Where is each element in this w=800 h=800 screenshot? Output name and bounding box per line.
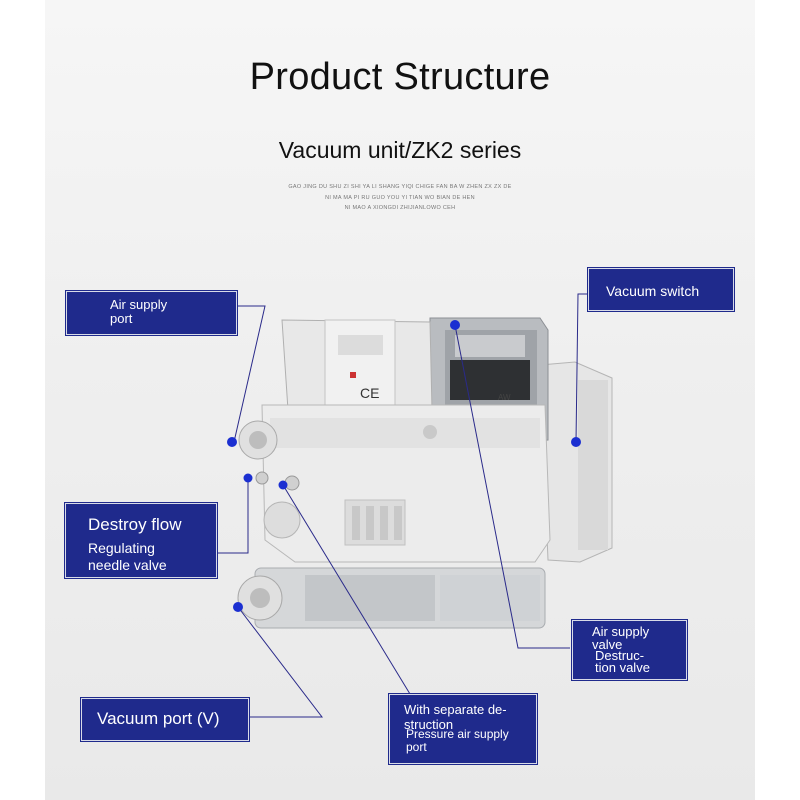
- callout-vacuum-port: Vacuum port (V): [80, 697, 250, 742]
- fine-print-line-3: NI MAO A XIONGDI ZHIJIANLOWO CEH: [344, 205, 456, 211]
- callout-destroy-flow-line-3: needle valve: [88, 557, 167, 573]
- ce-mark: CE: [360, 385, 379, 401]
- callout-air-supply-port-line-1: Air supply: [110, 297, 168, 312]
- callout-vacuum-port-line-1: Vacuum port (V): [97, 709, 220, 728]
- callout-vacuum-switch-line-1: Vacuum switch: [606, 283, 700, 299]
- callout-separate-port-line-4: port: [406, 740, 427, 754]
- fine-print-line-2: NI MA MA PI RU GUO YOU YI TIAN WO BIAN D…: [325, 195, 475, 201]
- callout-destroy-flow-line-1: Destroy flow: [88, 515, 182, 534]
- fine-print-line-1: GAO JING DU SHU ZI SHI YA LI SHANG YIQI …: [288, 184, 512, 190]
- page-subtitle: Vacuum unit/ZK2 series: [278, 137, 522, 163]
- callout-air-supply-valve: Air supply valve Destruc- tion valve: [571, 619, 688, 681]
- callout-separate-port-line-1: With separate de-: [404, 702, 507, 717]
- callout-air-supply-valve-line-3: Destruc-: [595, 648, 645, 663]
- callout-air-supply-valve-line-1: Air supply: [592, 624, 650, 639]
- callout-destroy-flow-line-2: Regulating: [88, 540, 155, 556]
- callout-separate-port-line-2: struction: [404, 717, 454, 732]
- callout-air-supply-port-line-2: port: [110, 311, 133, 326]
- callout-destroy-flow: Destroy flow Regulating needle valve: [64, 502, 218, 579]
- callout-air-supply-valve-line-4: tion valve: [595, 660, 650, 675]
- page-title: Product Structure: [249, 56, 551, 98]
- callout-separate-destruction-port: With separate de- struction Pressure air…: [388, 693, 538, 765]
- callout-vacuum-switch: Vacuum switch: [587, 267, 735, 312]
- callout-air-supply-port: Air supply port: [65, 290, 238, 336]
- callout-separate-port-line-3: Pressure air supply: [406, 727, 509, 741]
- callout-air-supply-valve-line-2: valve: [592, 637, 623, 652]
- switch-marking: AW: [498, 393, 511, 402]
